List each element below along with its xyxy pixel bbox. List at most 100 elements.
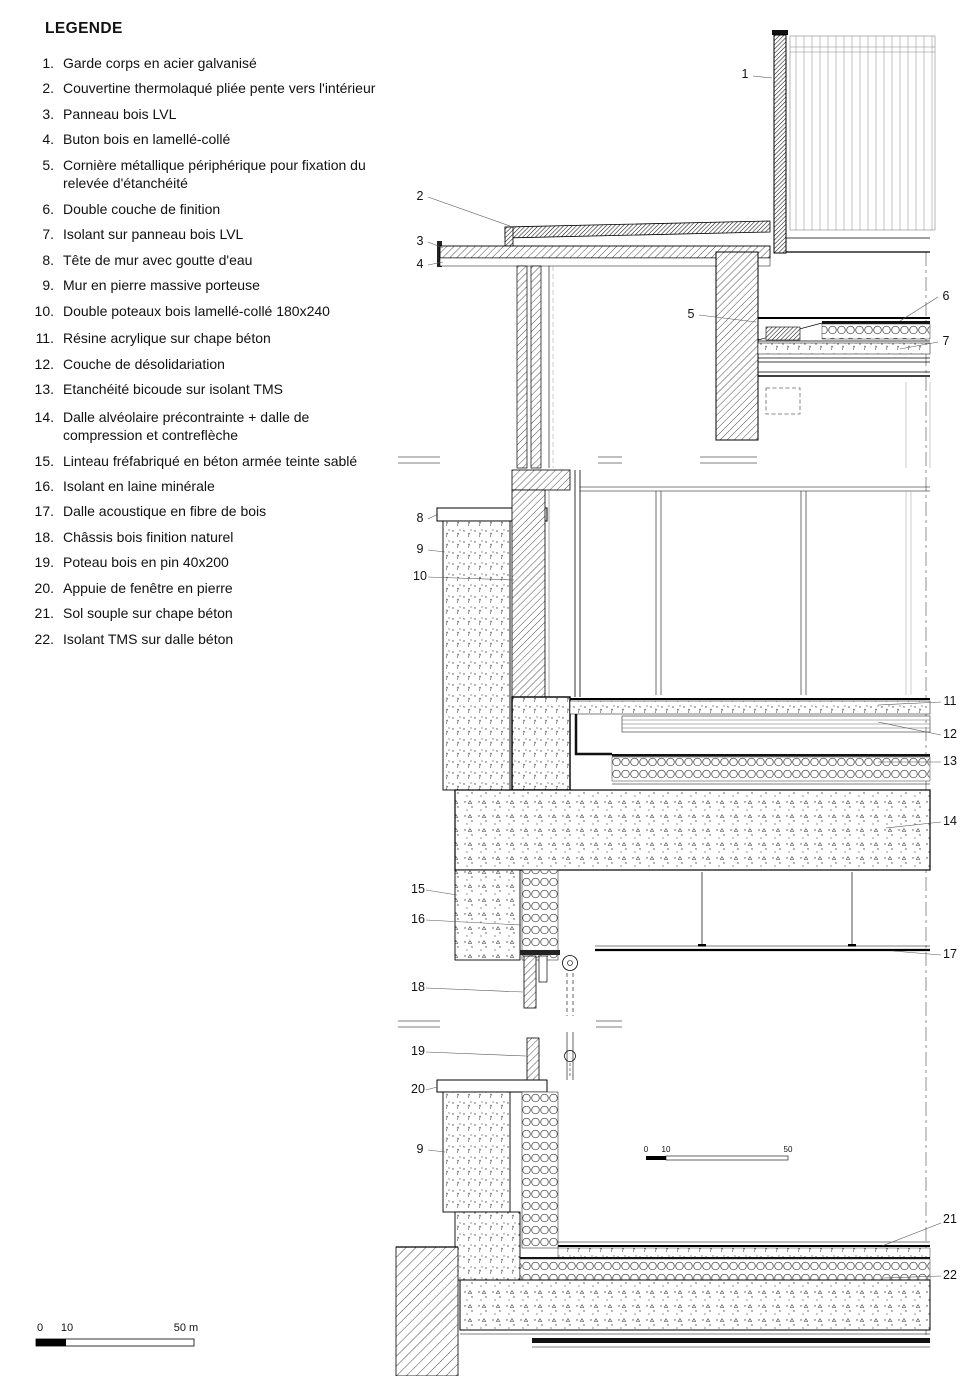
svg-text:1: 1	[742, 67, 749, 81]
break-lines-upper	[398, 456, 757, 464]
legend-item-text: Tête de mur avec goutte d'eau	[63, 251, 253, 268]
callout-20: 20	[411, 1082, 438, 1096]
legend-item-number: 20.	[34, 579, 54, 596]
legend-item-number: 12.	[34, 355, 54, 372]
legend-item-text: Appuie de fenêtre en pierre	[63, 579, 233, 596]
legend-item-number: 5.	[42, 156, 54, 173]
svg-text:18: 18	[411, 980, 425, 994]
ground-hatch	[395, 1246, 459, 1376]
legend: LEGENDE 1.Garde corps en acier galvanisé…	[22, 20, 390, 655]
callout-13: 13	[878, 754, 957, 768]
callout-17: 17	[892, 947, 957, 961]
legend-item-text: Isolant sur panneau bois LVL	[63, 226, 244, 243]
hollow-core-slab	[454, 789, 931, 871]
legend-item-text: Panneau bois LVL	[63, 105, 177, 122]
window-upper	[574, 470, 930, 697]
legend-item: 5. Cornière métallique périphérique pour …	[22, 156, 390, 193]
legend-item: 16.Isolant en laine minérale	[22, 477, 390, 495]
svg-text:22: 22	[943, 1268, 957, 1282]
legend-item: 9.Mur en pierre massive porteuse	[22, 276, 390, 294]
svg-text:14: 14	[943, 814, 957, 828]
legend-item-number: 10.	[34, 302, 54, 319]
legend-item-number: 6.	[42, 200, 54, 217]
legend-item-text: Isolant TMS sur dalle béton	[63, 630, 234, 647]
break-lines-lower	[398, 1020, 622, 1028]
page-scale-50: 50 m	[174, 1322, 198, 1334]
upper-wall-posts	[516, 265, 554, 469]
roller-blind-icon	[562, 955, 578, 971]
svg-text:19: 19	[411, 1044, 425, 1058]
callout-8: 8	[417, 511, 439, 525]
railing-post	[772, 30, 788, 254]
legend-item: 6. Double couche de finition	[22, 200, 390, 218]
legend-item-text: Double couche de finition	[63, 200, 221, 217]
svg-text:17: 17	[943, 947, 957, 961]
legend-list: 1.Garde corps en acier galvanisé 2.Couve…	[22, 54, 390, 648]
legend-item: 12.Couche de désolidariation	[22, 355, 390, 373]
legend-title: LEGENDE	[45, 20, 123, 37]
legend-item: 4.Buton bois en lamellé-collé	[22, 130, 390, 148]
callout-4: 4	[417, 257, 444, 271]
callout-10: 10	[413, 569, 515, 583]
legend-item: 19.Poteau bois en pin 40x200	[22, 553, 390, 571]
drawing-scale-50: 50	[784, 1145, 793, 1154]
legend-item-text: Sol souple sur chape béton	[63, 605, 233, 622]
svg-text:12: 12	[943, 727, 957, 741]
legend-item-number: 17.	[34, 503, 54, 520]
legend-item-text: Isolant en laine minérale	[63, 477, 215, 494]
svg-text:20: 20	[411, 1082, 425, 1096]
callout-7: 7	[899, 334, 950, 350]
callout-6: 6	[899, 289, 950, 322]
legend-item: 11.Résine acrylique sur chape béton	[22, 329, 390, 347]
svg-text:16: 16	[411, 912, 425, 926]
callout-11: 11	[877, 694, 957, 708]
terrace-assembly	[757, 317, 931, 468]
stone-wall-mid	[442, 520, 511, 791]
legend-item-number: 8.	[42, 251, 54, 268]
callout-12: 12	[877, 721, 957, 741]
svg-text:3: 3	[417, 234, 424, 248]
callout-14: 14	[885, 814, 957, 829]
page-scale-0: 0	[37, 1322, 43, 1334]
page-scale-10: 10	[61, 1322, 73, 1334]
legend-item: 2.Couvertine thermolaqué pliée pente ver…	[22, 79, 390, 97]
callout-3: 3	[417, 234, 444, 249]
legend-item: 14.Dalle alvéolaire précontrainte + dall…	[22, 408, 390, 445]
svg-text:7: 7	[943, 334, 950, 348]
svg-text:11: 11	[944, 694, 957, 708]
roof-coping	[504, 220, 771, 250]
legend-item-text: Cornière métallique périphérique pour fi…	[63, 156, 366, 192]
legend-item: 21.Sol souple sur chape béton	[22, 604, 390, 622]
legend-item-number: 14.	[34, 408, 54, 425]
callout-2: 2	[417, 189, 511, 227]
floor-assembly	[511, 696, 931, 791]
callout-15: 15	[411, 882, 458, 896]
legend-item-text: Linteau fréfabriqué en béton armée teint…	[63, 452, 358, 469]
callout-18: 18	[411, 980, 524, 994]
concrete-lintel	[454, 869, 521, 961]
legend-item: 15. Linteau fréfabriqué en béton armée te…	[22, 452, 390, 470]
svg-text:9: 9	[417, 1142, 424, 1156]
svg-text:2: 2	[417, 189, 424, 203]
page-scale-bar: 0 10 50 m	[35, 1322, 198, 1347]
callouts: 1 2 3 4 5 6 7	[411, 67, 957, 1282]
callout-9: 9	[417, 542, 446, 556]
callout-21: 21	[881, 1212, 957, 1247]
roof-deck	[437, 237, 930, 267]
legend-item: 18.Châssis bois finition naturel	[22, 528, 390, 546]
legend-item: 22.Isolant TMS sur dalle béton	[22, 630, 390, 648]
legend-item-text: Couvertine thermolaqué pliée pente vers …	[63, 80, 376, 97]
legend-item: 10.Double poteaux bois lamellé-collé 180…	[22, 302, 390, 320]
legend-item-text: Résine acrylique sur chape béton	[63, 330, 271, 347]
svg-text:8: 8	[417, 511, 424, 525]
legend-item-text: Mur en pierre massive porteuse	[63, 277, 260, 294]
svg-text:21: 21	[943, 1212, 957, 1226]
legend-item: 13.Etanchéité bicoude sur isolant TMS	[22, 380, 390, 398]
callout-19: 19	[411, 1044, 527, 1058]
legend-item-number: 7.	[42, 226, 54, 243]
window-pine-post	[526, 1037, 576, 1081]
legend-item-number: 15.	[34, 452, 54, 469]
legend-item-number: 4.	[42, 131, 54, 148]
